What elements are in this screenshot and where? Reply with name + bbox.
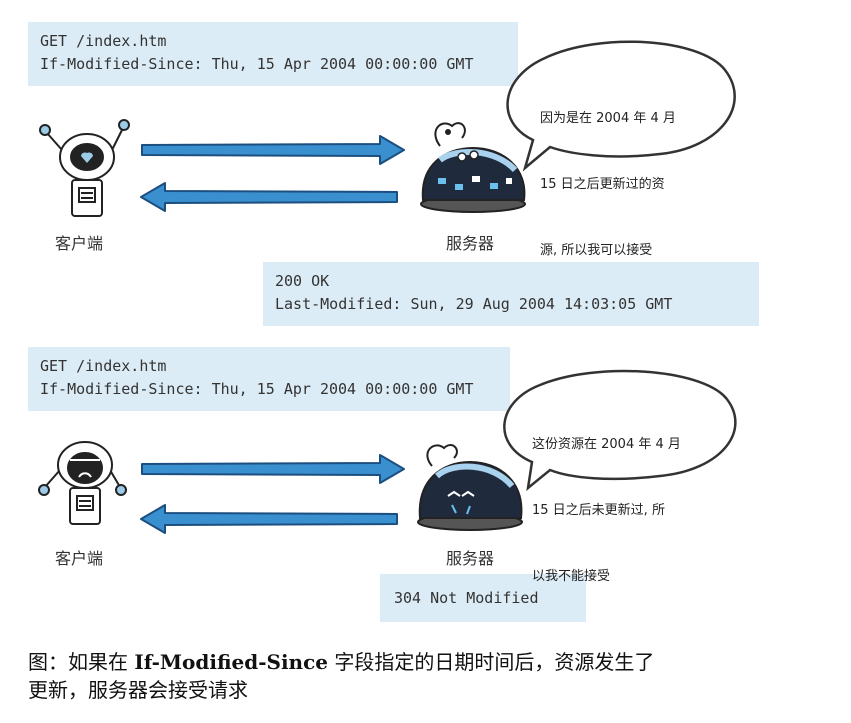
request-line-method: GET /index.htm bbox=[40, 357, 167, 375]
bubble-line: 以我不能接受 bbox=[532, 569, 611, 584]
caption-prefix: 图：如果在 bbox=[28, 650, 135, 674]
client-robot-icon-2 bbox=[38, 441, 127, 525]
client-robot-icon-1 bbox=[39, 119, 130, 217]
request-line-method: GET /index.htm bbox=[40, 32, 167, 50]
response-status-line: 200 OK bbox=[275, 272, 330, 290]
caption-suffix: 字段指定的日期时间后，资源发生了 bbox=[328, 650, 655, 674]
bubble-line: 因为是在 2004 年 4 月 bbox=[540, 111, 676, 126]
response-arrow-2 bbox=[140, 504, 398, 534]
server-label-2: 服务器 bbox=[446, 549, 495, 568]
server-icon-2 bbox=[417, 444, 523, 531]
speech-bubble-1 bbox=[506, 40, 736, 172]
bubble-line: 15 日之后未更新过, 所 bbox=[532, 503, 665, 518]
caption-line-1: 图：如果在 If-Modified-Since 字段指定的日期时间后，资源发生了 bbox=[28, 648, 828, 676]
figure-caption: 图：如果在 If-Modified-Since 字段指定的日期时间后，资源发生了… bbox=[28, 648, 828, 704]
response-status-line: 304 Not Modified bbox=[394, 589, 539, 607]
request-line-if-modified-since: If-Modified-Since: Thu, 15 Apr 2004 00:0… bbox=[40, 380, 474, 398]
bubble-line: 这份资源在 2004 年 4 月 bbox=[532, 437, 681, 452]
bubble-line: 15 日之后更新过的资 bbox=[540, 177, 665, 192]
bubble-line: 源, 所以我可以接受 bbox=[540, 243, 653, 258]
speech-bubble-text-2: 这份资源在 2004 年 4 月 15 日之后未更新过, 所 以我不能接受 bbox=[532, 390, 681, 610]
request-arrow-1 bbox=[141, 135, 405, 165]
client-label-1: 客户端 bbox=[55, 234, 104, 253]
caption-header-name: If-Modified-Since bbox=[134, 650, 329, 674]
response-last-modified-line: Last-Modified: Sun, 29 Aug 2004 14:03:05… bbox=[275, 295, 673, 313]
request-line-if-modified-since: If-Modified-Since: Thu, 15 Apr 2004 00:0… bbox=[40, 55, 474, 73]
speech-bubble-2 bbox=[503, 369, 737, 492]
response-header-box-2: 304 Not Modified bbox=[380, 574, 586, 622]
server-label-1: 服务器 bbox=[446, 234, 495, 253]
caption-line-2: 更新，服务器会接受请求 bbox=[28, 678, 248, 702]
response-arrow-1 bbox=[140, 182, 398, 212]
server-icon-1 bbox=[420, 122, 526, 213]
request-header-box-2: GET /index.htm If-Modified-Since: Thu, 1… bbox=[28, 347, 510, 411]
client-label-2: 客户端 bbox=[55, 549, 104, 568]
request-arrow-2 bbox=[141, 454, 405, 484]
response-header-box-1: 200 OK Last-Modified: Sun, 29 Aug 2004 1… bbox=[263, 262, 759, 326]
request-header-box-1: GET /index.htm If-Modified-Since: Thu, 1… bbox=[28, 22, 518, 86]
speech-bubble-text-1: 因为是在 2004 年 4 月 15 日之后更新过的资 源, 所以我可以接受 bbox=[540, 64, 676, 284]
